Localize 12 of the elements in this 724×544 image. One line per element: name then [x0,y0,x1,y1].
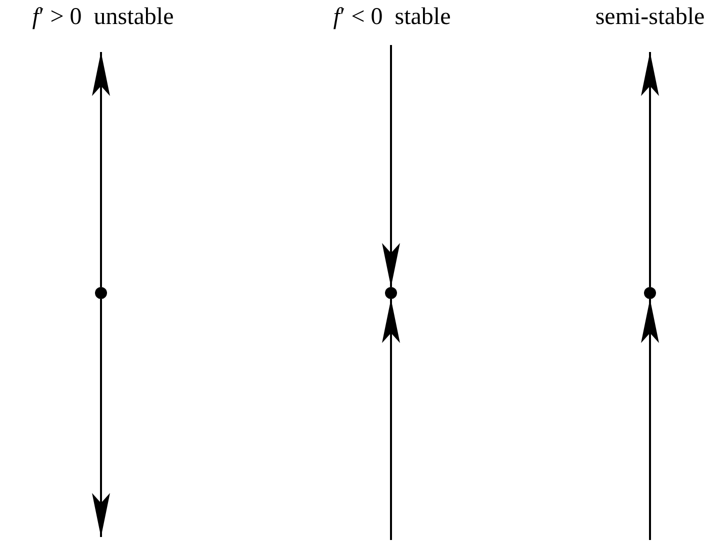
arrow [382,45,400,287]
stability-label: f′ > 0 unstable [32,4,174,31]
stability-label: f′ < 0 stable [333,4,451,31]
arrow [641,299,659,540]
equilibrium-point [385,287,397,299]
arrow [382,299,400,540]
arrow [92,52,110,287]
arrow [92,299,110,537]
stability-label: semi-stable [595,4,705,31]
equilibrium-point [644,287,656,299]
arrow [641,52,659,287]
equilibrium-point [95,287,107,299]
